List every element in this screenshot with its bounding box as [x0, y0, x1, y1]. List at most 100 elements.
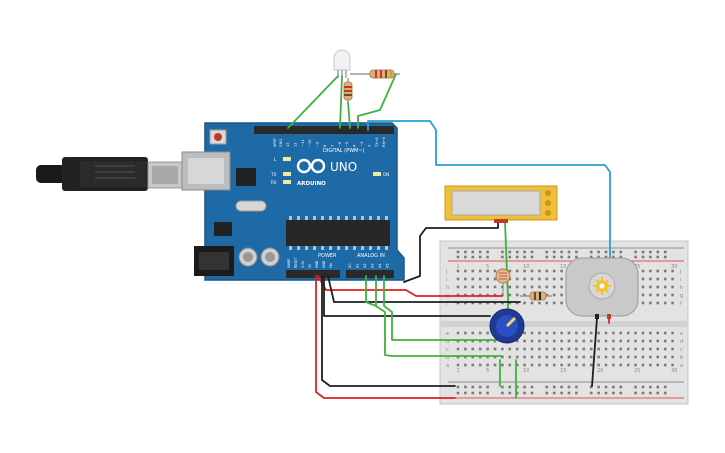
- breadboard-hole: [456, 277, 460, 281]
- digital-pin-label: 12: [293, 142, 297, 147]
- breadboard-hole: [649, 355, 652, 359]
- breadboard-hole: [523, 277, 526, 281]
- breadboard-rail-hole: [604, 250, 608, 254]
- lcd-module: [444, 185, 558, 223]
- breadboard-hole: [641, 277, 645, 281]
- breadboard-rail-hole: [597, 255, 600, 259]
- breadboard-hole: [471, 355, 475, 359]
- breadboard-hole: [552, 331, 556, 335]
- breadboard-hole: [478, 363, 482, 367]
- breadboard-hole: [530, 355, 534, 359]
- breadboard-hole: [464, 277, 467, 281]
- power-pin-label: IOREF: [287, 258, 291, 268]
- breadboard-rail-hole: [597, 391, 600, 395]
- breadboard-rail-hole: [464, 391, 467, 395]
- breadboard-hole: [464, 339, 467, 343]
- breadboard-hole: [612, 355, 615, 359]
- breadboard-rail-hole: [575, 385, 578, 389]
- analog-pin-label: A4: [378, 264, 382, 268]
- breadboard-rail-hole: [619, 255, 623, 259]
- arduino-uno-board: UNO ARDUINO DIGITAL (PWM~) POWER ANALOG …: [181, 122, 405, 281]
- breadboard-hole: [619, 339, 623, 343]
- breadboard-hole: [538, 339, 541, 343]
- breadboard-rail-hole: [545, 250, 549, 254]
- breadboard-hole: [530, 331, 534, 335]
- breadboard-hole: [641, 269, 645, 273]
- breadboard-rail-hole: [530, 250, 534, 254]
- breadboard-hole: [538, 269, 541, 273]
- breadboard-rail-hole: [486, 391, 489, 395]
- breadboard-hole: [515, 293, 519, 297]
- breadboard-hole: [567, 331, 571, 335]
- breadboard-hole: [641, 293, 645, 297]
- breadboard-hole: [663, 285, 667, 289]
- breadboard-hole: [582, 363, 586, 367]
- breadboard-rail-hole: [604, 255, 608, 259]
- column-number: 15: [560, 264, 566, 270]
- breadboard-hole: [515, 277, 519, 281]
- breadboard-hole: [493, 293, 497, 297]
- wires: [287, 73, 611, 399]
- resistor-vertical: [343, 78, 353, 104]
- breadboard-hole: [464, 301, 467, 305]
- breadboard-hole: [538, 285, 541, 289]
- breadboard-hole: [663, 363, 667, 367]
- aref-label: AREF: [273, 138, 277, 147]
- breadboard-rail-hole: [612, 385, 615, 389]
- wire-green-a-3: [383, 275, 501, 341]
- dc-motor: [565, 257, 639, 319]
- power-pin-label: 3.3V: [301, 260, 305, 268]
- breadboard-hole: [523, 355, 526, 359]
- breadboard-hole: [515, 269, 519, 273]
- board-model-label: UNO: [330, 160, 357, 174]
- breadboard-hole: [552, 339, 556, 343]
- breadboard-hole: [515, 347, 519, 351]
- breadboard-rail-hole: [530, 255, 534, 259]
- breadboard-rail-hole: [567, 391, 571, 395]
- breadboard-hole: [575, 331, 578, 335]
- breadboard-hole: [478, 285, 482, 289]
- breadboard-rail-hole: [478, 255, 482, 259]
- breadboard-hole: [597, 347, 600, 351]
- breadboard-rail-hole: [515, 391, 519, 395]
- breadboard-hole: [456, 269, 460, 273]
- breadboard-rail-hole: [604, 391, 608, 395]
- breadboard-hole: [464, 347, 467, 351]
- l-led-label: L: [274, 157, 277, 162]
- breadboard-hole: [589, 363, 593, 367]
- row-letter: b: [680, 355, 683, 361]
- breadboard-rail-hole: [560, 250, 563, 254]
- breadboard-hole: [456, 285, 460, 289]
- breadboard-hole: [486, 293, 489, 297]
- breadboard-hole: [493, 339, 497, 343]
- breadboard-rail-hole: [464, 255, 467, 259]
- breadboard-hole: [486, 285, 489, 289]
- power-pin-label: RESET: [294, 258, 298, 268]
- row-letter: f: [446, 301, 448, 307]
- breadboard-hole: [523, 269, 526, 273]
- breadboard-hole: [663, 301, 667, 305]
- analog-pin-label: A3: [371, 264, 375, 268]
- breadboard-hole: [486, 277, 489, 281]
- breadboard-rail-hole: [649, 391, 652, 395]
- breadboard-hole: [471, 277, 475, 281]
- breadboard-hole: [656, 331, 660, 335]
- power-pin-label: Vin: [329, 263, 333, 268]
- breadboard-hole: [493, 285, 497, 289]
- breadboard-hole: [656, 293, 660, 297]
- row-letter: g: [680, 293, 683, 299]
- breadboard-hole: [545, 285, 549, 289]
- breadboard-hole: [663, 293, 667, 297]
- breadboard-hole: [597, 355, 600, 359]
- breadboard-rail-hole: [552, 250, 556, 254]
- breadboard-hole: [515, 301, 519, 305]
- breadboard-hole: [671, 285, 674, 289]
- breadboard-rail-hole: [589, 250, 593, 254]
- breadboard-rail-hole: [508, 255, 512, 259]
- wire-black-motor: [591, 317, 598, 387]
- breadboard-hole: [641, 301, 645, 305]
- breadboard-rail-hole: [486, 250, 489, 254]
- breadboard-hole: [560, 339, 563, 343]
- breadboard-hole: [501, 347, 504, 351]
- breadboard-rail-hole: [649, 385, 652, 389]
